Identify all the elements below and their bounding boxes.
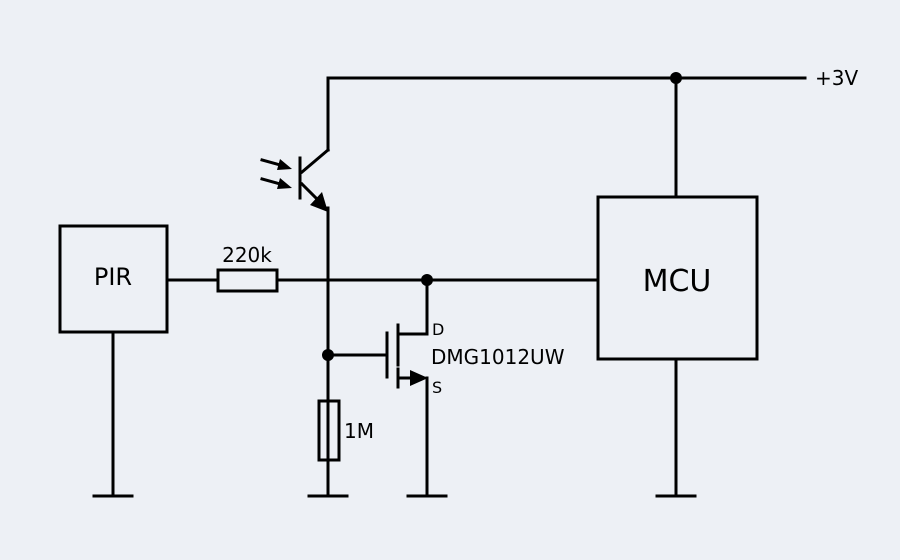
supply-label: +3V xyxy=(815,66,858,90)
phototransistor xyxy=(298,147,331,498)
pir-label: PIR xyxy=(94,263,132,291)
mcu-label: MCU xyxy=(643,264,712,299)
resistor-1m-label: 1M xyxy=(344,419,374,443)
mosfet-part-label: DMG1012UW xyxy=(431,345,565,369)
mosfet xyxy=(385,278,429,498)
supply-rail xyxy=(326,72,807,199)
resistor-220k-label: 220k xyxy=(222,243,272,267)
signal-wire xyxy=(165,274,600,286)
resistor-220k xyxy=(216,268,279,293)
light-arrows-icon xyxy=(260,158,292,189)
mosfet-source-label: S xyxy=(432,378,442,397)
mosfet-drain-label: D xyxy=(432,320,444,339)
resistor-1m xyxy=(317,399,341,462)
